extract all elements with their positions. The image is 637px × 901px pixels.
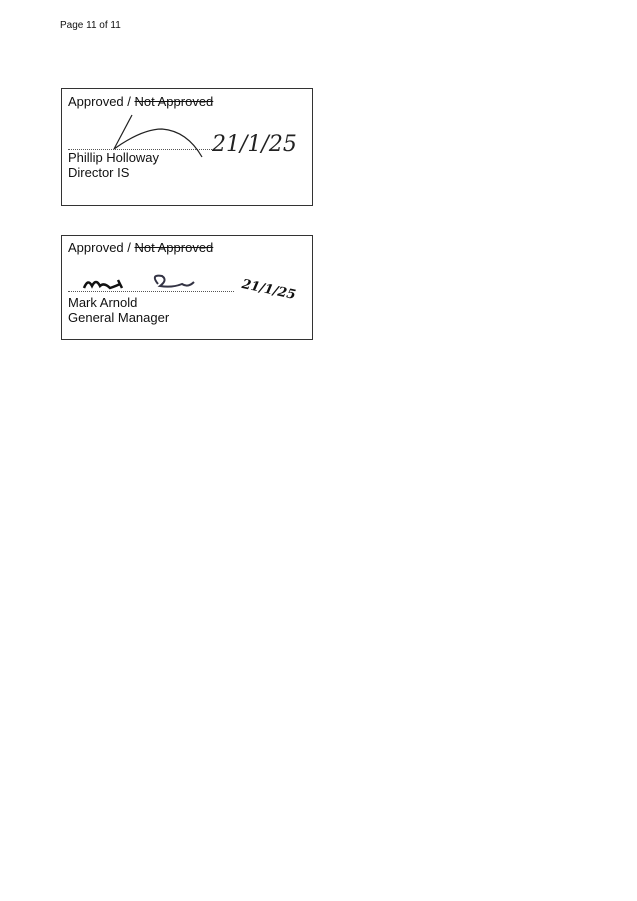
not-approved-label: Not Approved <box>134 240 214 255</box>
approval-status: Approved / Not Approved <box>68 94 213 109</box>
signature: 21/1/25 <box>82 274 297 303</box>
not-approved-label: Not Approved <box>134 94 214 109</box>
approver-name: Phillip Holloway <box>68 150 160 165</box>
signature-line <box>68 291 234 292</box>
approver-title: Director IS <box>68 165 130 180</box>
page-number: Page 11 of 11 <box>60 20 121 31</box>
approver-title: General Manager <box>68 310 170 325</box>
signature-date: 21/1/25 <box>211 132 297 157</box>
approved-label: Approved / <box>68 94 131 109</box>
signature-line <box>68 149 214 150</box>
approver-name: Mark Arnold <box>68 295 138 310</box>
approved-label: Approved / <box>68 240 131 255</box>
approval-box-director: Approved / Not Approved 21/1/25 Phillip … <box>61 88 313 206</box>
approval-box-general-manager: Approved / Not Approved 21/1/25 Mark Arn… <box>61 235 313 340</box>
signature-date: 21/1/25 <box>239 277 297 303</box>
approval-status: Approved / Not Approved <box>68 240 213 255</box>
signature: 21/1/25 <box>113 114 297 158</box>
